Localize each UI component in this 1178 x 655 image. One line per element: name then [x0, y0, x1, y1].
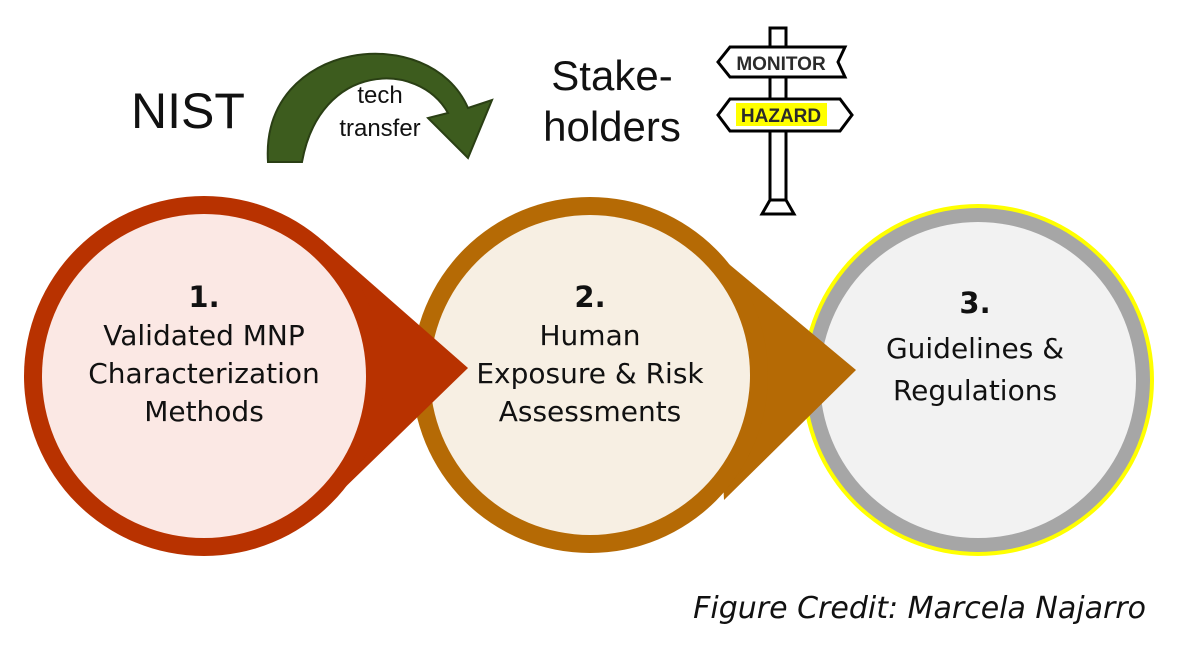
nist-label: NIST	[131, 83, 245, 139]
signpost-icon: MONITOR HAZARD	[716, 26, 854, 216]
hazard-highlight	[736, 103, 827, 126]
hazard-sign-text: HAZARD	[741, 106, 821, 127]
step-2-number: 2.	[574, 280, 605, 314]
step-1-number: 1.	[188, 280, 219, 314]
step-1-line-3: Methods	[144, 395, 264, 428]
stakeholders-line-2: holders	[543, 103, 681, 150]
tech-transfer-line-2: transfer	[339, 115, 420, 142]
step-1-circle	[24, 196, 468, 556]
step-3-circle	[802, 204, 1154, 556]
step-3-line-2: Regulations	[893, 374, 1057, 407]
step-2-circle	[412, 197, 856, 553]
monitor-sign-text: MONITOR	[736, 54, 826, 75]
step-1-line-2: Characterization	[88, 357, 320, 390]
step-2-line-3: Assessments	[499, 395, 682, 428]
tech-transfer-line-1: tech	[357, 82, 402, 109]
figure-credit: Figure Credit: Marcela Najarro	[693, 591, 1146, 626]
step-1-line-1: Validated MNP	[103, 319, 305, 352]
step-2-line-1: Human	[540, 319, 641, 352]
step-3-number: 3.	[959, 286, 990, 320]
tech-transfer-arrow	[266, 52, 494, 163]
step-3-line-1: Guidelines &	[886, 332, 1064, 365]
stakeholders-line-1: Stake-	[551, 52, 672, 99]
step-2-line-2: Exposure & Risk	[476, 357, 704, 390]
monitor-sign	[716, 45, 848, 79]
